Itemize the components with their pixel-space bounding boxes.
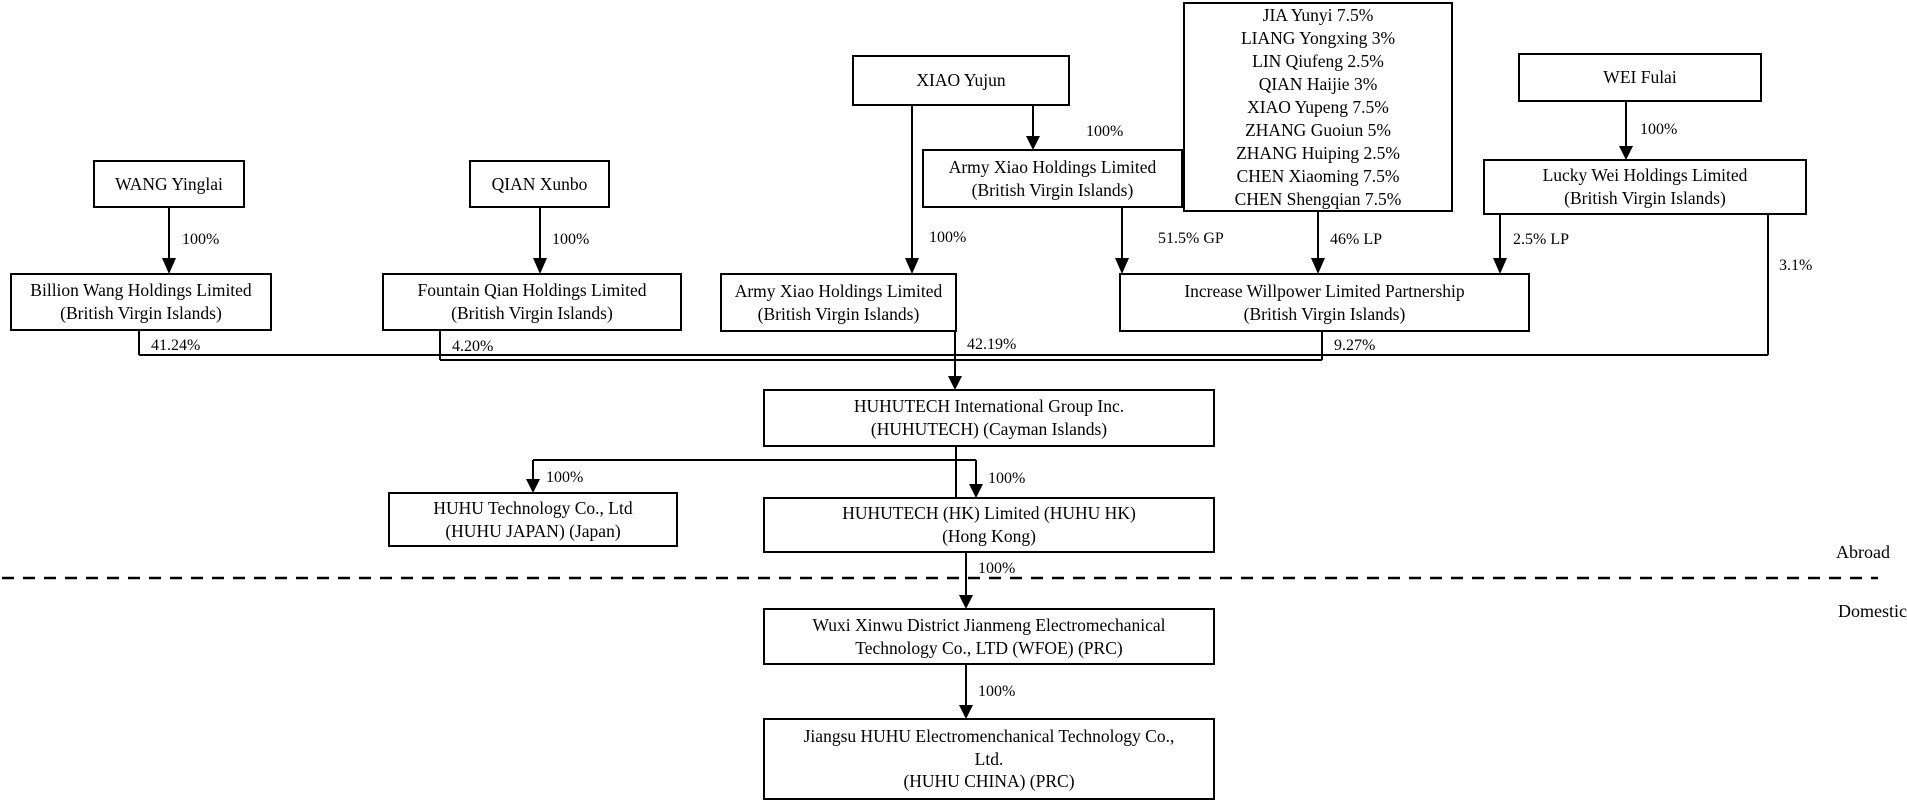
node-label: Billion Wang Holdings Limited: [30, 280, 252, 301]
node-label: Army Xiao Holdings Limited: [948, 156, 1157, 177]
node-fountain-qian-holdings: Fountain Qian Holdings Limited (British …: [382, 273, 682, 331]
edge-label-lucky-to-increase: 2.5% LP: [1513, 231, 1569, 248]
arrowhead: [1311, 258, 1325, 274]
node-qian-xunbo: QIAN Xunbo: [469, 160, 610, 208]
region-label-abroad: Abroad: [1836, 542, 1890, 562]
arrowhead: [533, 258, 547, 274]
node-label: (HUHU CHINA) (PRC): [903, 771, 1075, 792]
node-label: HUHU Technology Co., Ltd: [433, 497, 633, 518]
edge-label-wei-to-lucky: 100%: [1640, 121, 1678, 138]
node-label: (British Virgin Islands): [60, 303, 222, 323]
arrowhead: [905, 258, 919, 274]
shareholder-entry: CHEN Xiaoming 7.5%: [1236, 165, 1400, 186]
node-army-xiao-holdings-lower: Army Xiao Holdings Limited (British Virg…: [720, 273, 957, 332]
node-army-xiao-holdings-upper: Army Xiao Holdings Limited (British Virg…: [922, 149, 1183, 208]
node-label: Jiangsu HUHU Electromenchanical Technolo…: [803, 725, 1175, 746]
arrowhead: [1026, 136, 1040, 150]
shareholder-entry: JIA Yunyi 7.5%: [1262, 4, 1374, 25]
node-wfoe: Wuxi Xinwu District Jianmeng Electromech…: [763, 608, 1215, 665]
shareholder-entry: QIAN Haijie 3%: [1258, 73, 1378, 94]
shareholder-entry: ZHANG Guoiun 5%: [1245, 119, 1391, 140]
node-label: Fountain Qian Holdings Limited: [417, 280, 647, 301]
shareholder-entry: XIAO Yupeng 7.5%: [1247, 96, 1389, 117]
node-lucky-wei-holdings: Lucky Wei Holdings Limited (British Virg…: [1483, 159, 1807, 215]
region-label-domestic: Domestic: [1838, 601, 1907, 621]
arrowhead: [1115, 258, 1129, 274]
arrowhead: [969, 484, 983, 498]
node-wang-yinglai: WANG Yinglai: [93, 160, 245, 208]
node-huhu-japan: HUHU Technology Co., Ltd (HUHU JAPAN) (J…: [388, 492, 678, 547]
arrowhead: [1493, 258, 1507, 274]
node-label: HUHUTECH (HK) Limited (HUHU HK): [842, 503, 1136, 524]
node-label: (British Virgin Islands): [757, 303, 920, 324]
node-label: QIAN Xunbo: [491, 173, 588, 194]
node-label: Ltd.: [974, 748, 1004, 769]
edge-label-army-lower-to-huhutech: 42.19%: [967, 336, 1017, 353]
node-label: (HUHU JAPAN) (Japan): [445, 520, 621, 541]
node-label: WANG Yinglai: [115, 173, 223, 194]
arrowhead: [526, 479, 540, 493]
node-label: (British Virgin Islands): [1243, 303, 1406, 324]
node-shareholder-list: JIA Yunyi 7.5% LIANG Yongxing 3% LIN Qiu…: [1183, 2, 1453, 212]
node-label: Lucky Wei Holdings Limited: [1542, 165, 1748, 186]
node-huhutech-hk: HUHUTECH (HK) Limited (HUHU HK) (Hong Ko…: [763, 497, 1215, 553]
arrowhead: [959, 595, 973, 609]
edge-label-increase-to-huhutech: 9.27%: [1334, 337, 1376, 354]
edge-label-cayman-to-japan: 100%: [546, 469, 584, 486]
edge-label-billion-to-huhutech: 41.24%: [151, 337, 201, 354]
node-label: (British Virgin Islands): [451, 303, 613, 323]
node-label: Army Xiao Holdings Limited: [734, 280, 943, 301]
edge-label-qian-to-fountain: 100%: [552, 231, 590, 248]
node-wei-fulai: WEI Fulai: [1518, 53, 1762, 102]
arrowhead: [959, 705, 973, 719]
shareholder-entry: ZHANG Huiping 2.5%: [1236, 142, 1400, 163]
arrowhead: [162, 258, 176, 274]
node-label: (British Virgin Islands): [1564, 188, 1726, 208]
shareholder-entry: LIN Qiufeng 2.5%: [1252, 50, 1384, 71]
shareholder-entry: LIANG Yongxing 3%: [1240, 27, 1396, 48]
edge-label-shareholders-to-increase: 46% LP: [1330, 231, 1382, 248]
edge-label-army-upper-to-increase: 51.5% GP: [1158, 230, 1224, 247]
edge-label-hk-to-wfoe: 100%: [978, 560, 1016, 577]
edge-label-wfoe-to-china: 100%: [978, 683, 1016, 700]
edge-label-cayman-to-hk: 100%: [988, 470, 1026, 487]
edge-label-xiao-to-army-upper: 100%: [1086, 123, 1124, 140]
node-huhu-china: Jiangsu HUHU Electromenchanical Technolo…: [763, 718, 1215, 800]
node-label: Increase Willpower Limited Partnership: [1184, 280, 1465, 301]
node-label: HUHUTECH International Group Inc.: [853, 396, 1125, 417]
node-label: (Hong Kong): [942, 526, 1036, 546]
node-label: Wuxi Xinwu District Jianmeng Electromech…: [812, 614, 1166, 635]
node-billion-wang-holdings: Billion Wang Holdings Limited (British V…: [10, 273, 272, 331]
shareholder-entry: CHEN Shengqian 7.5%: [1234, 188, 1402, 209]
node-increase-willpower-lp: Increase Willpower Limited Partnership (…: [1119, 273, 1530, 332]
node-xiao-yujun: XIAO Yujun: [852, 55, 1070, 106]
node-label: XIAO Yujun: [916, 70, 1006, 91]
edge-label-lucky-to-huhutech: 3.1%: [1779, 257, 1813, 274]
node-label: (British Virgin Islands): [971, 179, 1134, 200]
edge-label-wang-to-billion: 100%: [182, 231, 220, 248]
arrowhead: [1619, 146, 1633, 160]
edge-label-xiao-to-army-lower: 100%: [929, 229, 967, 246]
edge-label-fountain-to-huhutech: 4.20%: [452, 338, 494, 355]
node-label: Technology Co., LTD (WFOE) (PRC): [855, 637, 1123, 658]
node-huhutech-cayman: HUHUTECH International Group Inc. (HUHUT…: [763, 389, 1215, 447]
node-label: (HUHUTECH) (Cayman Islands): [870, 419, 1108, 439]
node-label: WEI Fulai: [1603, 67, 1677, 88]
arrowhead: [948, 376, 962, 390]
